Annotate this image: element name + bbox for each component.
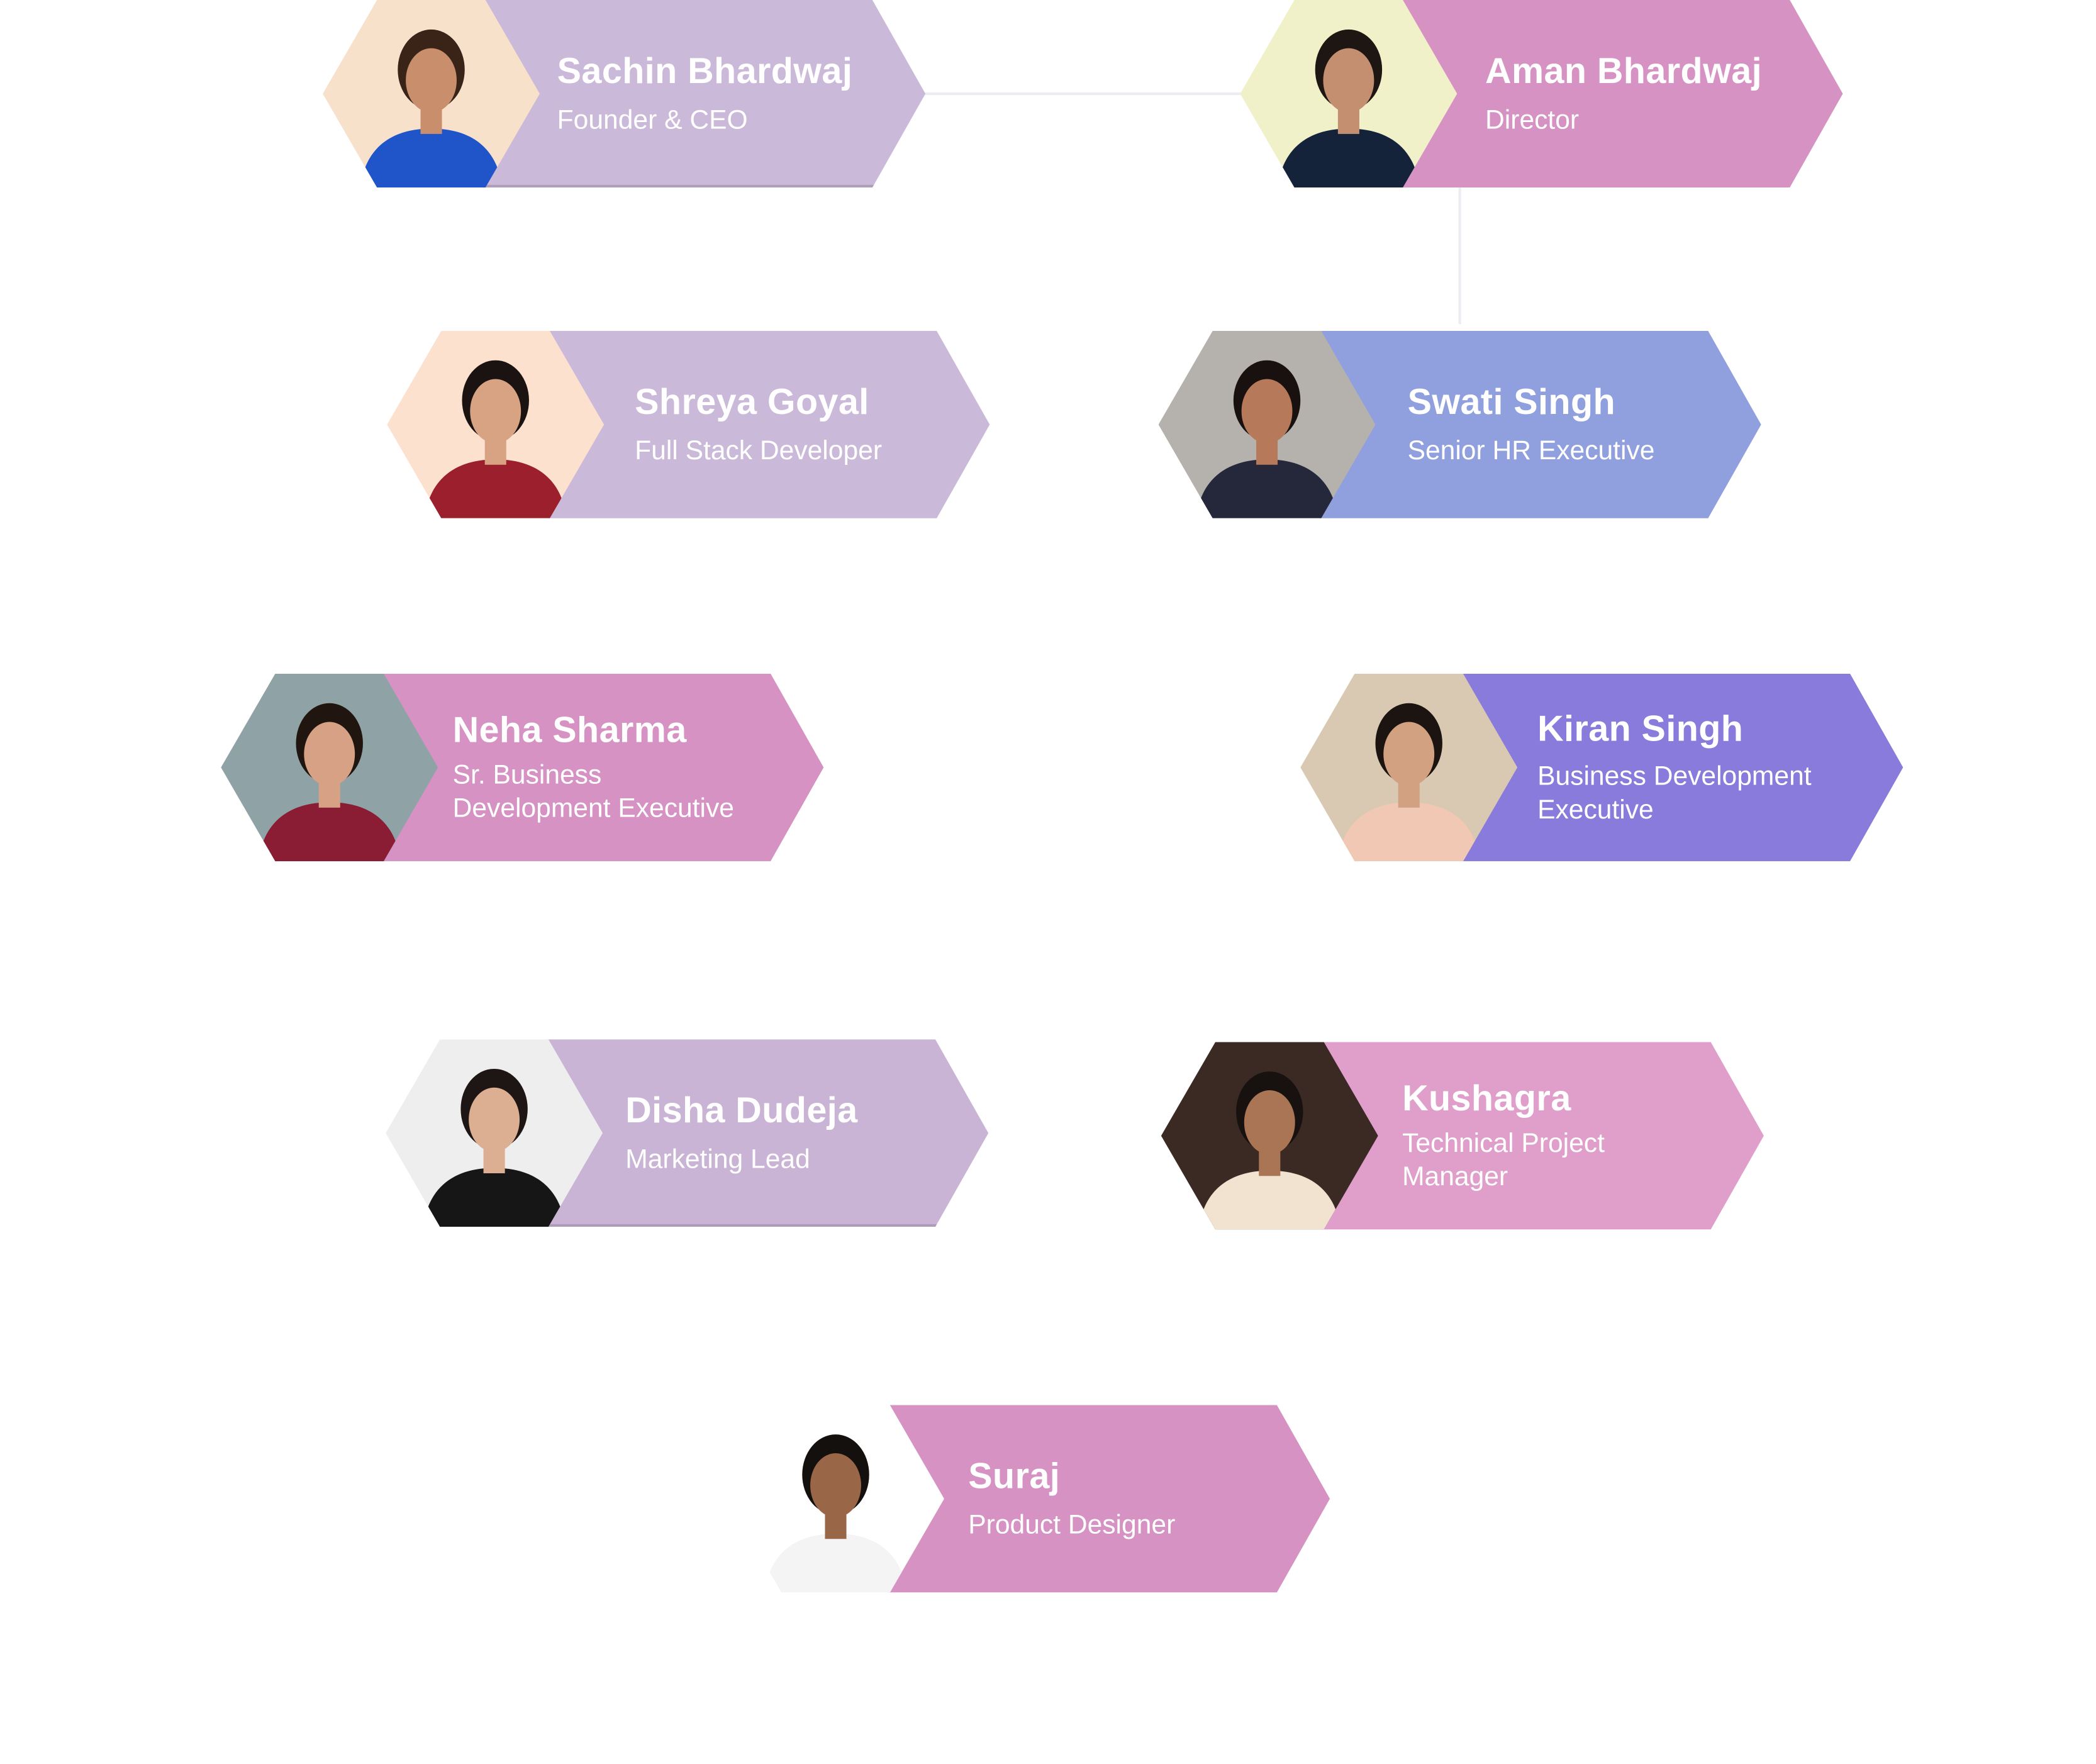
portrait-body	[360, 128, 503, 188]
member-banner	[888, 1405, 1330, 1593]
member-role: Marketing Lead	[625, 1144, 810, 1175]
portrait-face	[1323, 48, 1374, 113]
portrait-face	[470, 379, 521, 444]
member-card-neha-sharma: Neha Sharma Sr. Business Development Exe…	[221, 673, 824, 861]
member-banner	[483, 0, 926, 188]
member-name: Kiran Singh	[1537, 708, 1744, 749]
portrait-face	[1244, 1090, 1295, 1155]
portrait-face	[406, 48, 457, 113]
member-role: Sr. Business Development Executive	[452, 761, 734, 824]
member-photo	[1300, 673, 1518, 861]
portrait-face	[469, 1087, 520, 1152]
portrait-image	[1300, 673, 1518, 861]
member-text: Aman Bhardwaj Director	[1485, 0, 1795, 187]
member-banner	[546, 1039, 989, 1227]
member-name: Swati Singh	[1407, 382, 1616, 423]
portrait-body	[1278, 128, 1420, 188]
member-card-kushagra: Kushagra Technical Project Manager	[1161, 1042, 1764, 1230]
member-card-aman-bhardwaj: Aman Bhardwaj Director	[1240, 0, 1843, 188]
portrait-body	[1196, 459, 1338, 518]
member-text: Shreya Goyal Full Stack Developer	[635, 331, 942, 518]
member-role: Director	[1485, 105, 1580, 135]
portrait-body	[258, 802, 401, 861]
member-card-kiran-singh: Kiran Singh Business Development Executi…	[1300, 673, 1904, 861]
portrait-body	[423, 1168, 566, 1227]
member-card-disha-dudeja: Disha Dudeja Marketing Lead	[386, 1039, 989, 1227]
member-text: Kiran Singh Business Development Executi…	[1537, 674, 1855, 861]
portrait-body	[424, 459, 567, 518]
member-card-shreya-goyal: Shreya Goyal Full Stack Developer	[387, 330, 990, 518]
portrait-face	[810, 1453, 861, 1518]
member-card-swati-singh: Swati Singh Senior HR Executive	[1158, 330, 1761, 518]
member-name: Shreya Goyal	[635, 382, 869, 423]
member-card-sachin-bhardwaj: Sachin Bhardwaj Founder & CEO	[323, 0, 926, 188]
member-name: Aman Bhardwaj	[1485, 51, 1763, 92]
member-banner	[547, 330, 990, 518]
member-role: Technical Project Manager	[1402, 1129, 1605, 1193]
member-text: Swati Singh Senior HR Executive	[1408, 331, 1713, 518]
member-text: Sachin Bhardwaj Founder & CEO	[557, 0, 878, 187]
member-name: Suraj	[968, 1456, 1061, 1497]
portrait-body	[1198, 1170, 1341, 1230]
portrait-face	[1383, 722, 1435, 786]
member-text: Suraj Product Designer	[968, 1405, 1281, 1592]
member-text: Disha Dudeja Marketing Lead	[625, 1039, 940, 1227]
member-role: Product Designer	[968, 1510, 1176, 1540]
connector-ceo-director	[924, 92, 1243, 95]
member-role: Full Stack Developer	[635, 436, 883, 466]
portrait-face	[304, 722, 355, 786]
member-name: Kushagra	[1402, 1078, 1571, 1119]
member-name: Neha Sharma	[452, 709, 687, 750]
member-banner	[1400, 0, 1843, 188]
member-role: Senior HR Executive	[1407, 436, 1655, 466]
member-banner	[1461, 673, 1904, 861]
member-banner	[1322, 1042, 1764, 1230]
member-card-suraj: Suraj Product Designer	[727, 1405, 1330, 1593]
portrait-body	[1337, 802, 1480, 861]
member-banner	[381, 673, 824, 861]
member-role: Founder & CEO	[557, 105, 748, 135]
portrait-face	[1241, 379, 1293, 444]
connector-director-down	[1458, 187, 1461, 325]
member-name: Disha Dudeja	[625, 1090, 858, 1131]
member-role: Business Development Executive	[1537, 762, 1812, 825]
member-text: Kushagra Technical Project Manager	[1402, 1042, 1715, 1229]
member-name: Sachin Bhardwaj	[557, 51, 853, 92]
portrait-body	[764, 1533, 907, 1593]
member-banner	[1319, 330, 1761, 518]
member-text: Neha Sharma Sr. Business Development Exe…	[453, 674, 776, 861]
